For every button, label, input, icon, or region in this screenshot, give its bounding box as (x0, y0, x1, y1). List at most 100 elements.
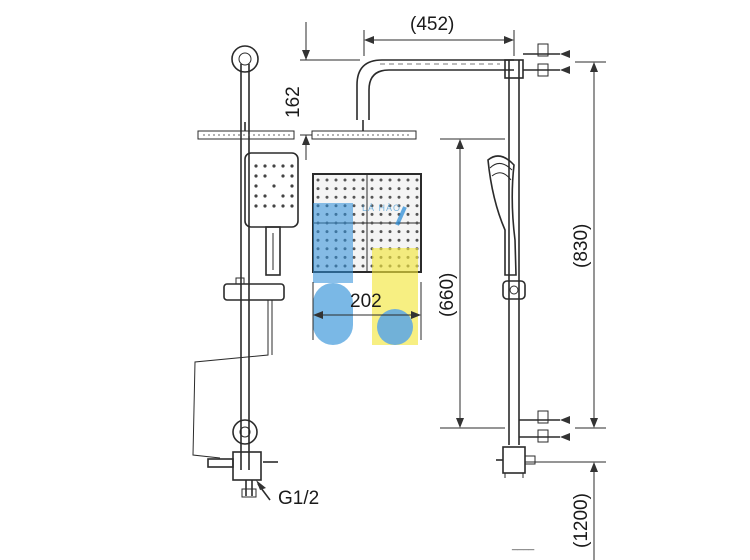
nozzle-dot (406, 238, 410, 242)
nozzle-dot (388, 212, 392, 216)
head-width-label: 202 (350, 291, 382, 312)
nozzle-dot (352, 187, 356, 191)
nozzle-dot (316, 195, 320, 199)
nozzle-dot (379, 195, 383, 199)
nozzle-dot (361, 238, 365, 242)
nozzle-dot (388, 187, 392, 191)
nozzle-dot (397, 187, 401, 191)
total-height-dimension: (830) (571, 61, 606, 429)
nozzle-dot (352, 230, 356, 234)
nozzle-dot (370, 204, 374, 208)
nozzle-dot (352, 221, 356, 225)
nozzle-dot (343, 178, 347, 182)
nozzle-dot (352, 195, 356, 199)
nozzle-dot (406, 221, 410, 225)
nozzle-dot (352, 255, 356, 259)
nozzle-dot (316, 187, 320, 191)
thread-size-label: G1/2 (278, 488, 319, 509)
top-width-label: (452) (410, 14, 454, 35)
nozzle-dot (397, 238, 401, 242)
nozzle-dot (388, 238, 392, 242)
nozzle-dot (352, 247, 356, 251)
nozzle-dot (379, 178, 383, 182)
nozzle-dot (397, 204, 401, 208)
nozzle-dot (388, 221, 392, 225)
nozzle-dot (406, 204, 410, 208)
nozzle-dot (388, 204, 392, 208)
nozzle-dot (415, 178, 419, 182)
nozzle-dot (379, 187, 383, 191)
left-side-view: G1/2 (192, 45, 319, 509)
nozzle-dot (379, 221, 383, 225)
left-wall-bracket (231, 45, 259, 73)
nozzle-dot (379, 238, 383, 242)
nozzle-dot (325, 195, 329, 199)
total-height-label: (830) (571, 224, 592, 268)
nozzle-dot (415, 212, 419, 216)
nozzle-dot (343, 187, 347, 191)
nozzle-dot (415, 238, 419, 242)
nozzle-dot (370, 195, 374, 199)
nozzle-dot (388, 230, 392, 234)
nozzle-dot (406, 195, 410, 199)
nozzle-dot (343, 195, 347, 199)
left-mixer-valve (232, 451, 262, 481)
rail-height-dimension: (660) (437, 138, 505, 429)
nozzle-dot (370, 230, 374, 234)
nozzle-dot (361, 230, 365, 234)
nozzle-dot (415, 221, 419, 225)
nozzle-dot (316, 178, 320, 182)
left-hand-shower (244, 152, 299, 276)
nozzle-dot (334, 178, 338, 182)
nozzle-dot (361, 255, 365, 259)
nozzle-dot (361, 264, 365, 268)
nozzle-dot (361, 247, 365, 251)
nozzle-dot (325, 187, 329, 191)
nozzle-dot (406, 187, 410, 191)
nozzle-dot (406, 230, 410, 234)
floor-height-dimension: (1200) (525, 461, 606, 560)
nozzle-dot (334, 187, 338, 191)
nozzle-dot (415, 187, 419, 191)
nozzle-dot (370, 238, 374, 242)
top-width-dimension: (452) (363, 14, 515, 56)
nozzle-dot (361, 187, 365, 191)
arm-height-dimension: 162 (283, 22, 360, 160)
nozzle-dot (361, 204, 365, 208)
nozzle-dot (370, 187, 374, 191)
left-slider-holder (223, 283, 285, 301)
nozzle-dot (361, 195, 365, 199)
floor-height-label: (1200) (571, 493, 592, 548)
corner-mark: ____ (511, 540, 535, 551)
nozzle-dot (361, 221, 365, 225)
left-diverter (232, 419, 258, 445)
nozzle-dot (370, 212, 374, 216)
nozzle-dot (415, 195, 419, 199)
right-mixer-valve (502, 446, 526, 474)
nozzle-dot (361, 212, 365, 216)
nozzle-dot (388, 195, 392, 199)
right-hand-shower (487, 155, 517, 276)
nozzle-dot (352, 204, 356, 208)
watermark-text: LÁ HÀO (362, 203, 401, 213)
nozzle-dot (415, 230, 419, 234)
nozzle-dot (397, 230, 401, 234)
nozzle-dot (370, 178, 374, 182)
nozzle-dot (361, 178, 365, 182)
nozzle-dot (352, 178, 356, 182)
nozzle-dot (334, 195, 338, 199)
left-overhead-shower (197, 130, 295, 140)
nozzle-dot (406, 178, 410, 182)
nozzle-dot (406, 212, 410, 216)
nozzle-dot (397, 195, 401, 199)
nozzle-dot (397, 178, 401, 182)
nozzle-dot (388, 178, 392, 182)
nozzle-dot (379, 230, 383, 234)
nozzle-dot (352, 238, 356, 242)
nozzle-dot (352, 212, 356, 216)
nozzle-dot (415, 204, 419, 208)
nozzle-dot (352, 264, 356, 268)
nozzle-dot (325, 178, 329, 182)
head-width-dimension: 202 (312, 282, 422, 340)
